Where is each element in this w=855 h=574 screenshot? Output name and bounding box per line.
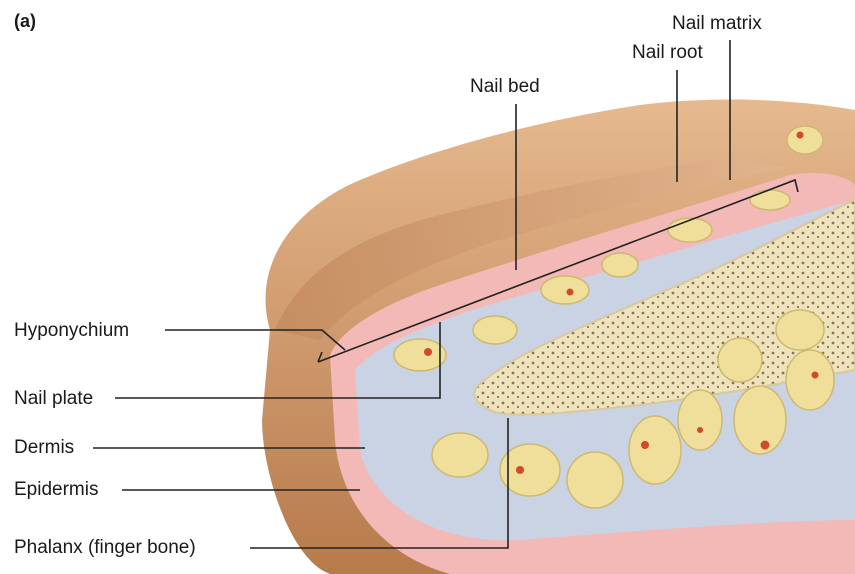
- label-hyponychium: Hyponychium: [14, 321, 129, 340]
- label-dermis: Dermis: [14, 438, 74, 457]
- label-nail-bed: Nail bed: [470, 77, 540, 96]
- label-nail-root: Nail root: [632, 43, 703, 62]
- panel-label: (a): [14, 12, 36, 30]
- label-nail-matrix: Nail matrix: [672, 14, 762, 33]
- label-nail-plate: Nail plate: [14, 389, 93, 408]
- label-epidermis: Epidermis: [14, 480, 98, 499]
- label-phalanx: Phalanx (finger bone): [14, 538, 196, 557]
